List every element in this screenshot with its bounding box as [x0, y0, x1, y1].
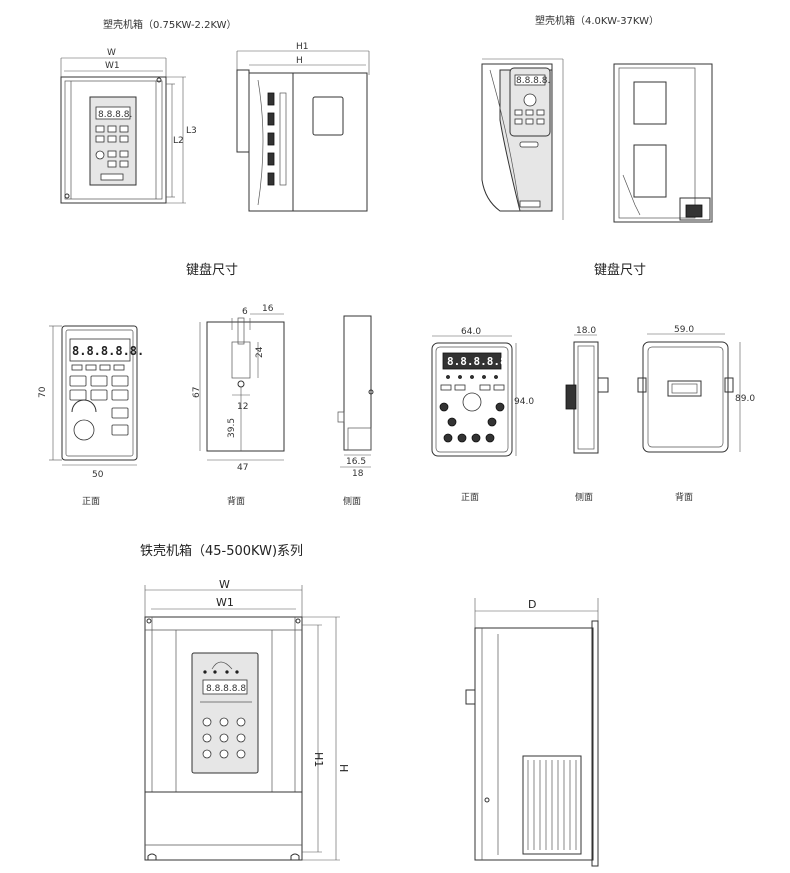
title-plastic-large: 塑壳机箱（4.0KW-37KW）: [535, 14, 659, 27]
lcd-iron: 8.8.8.8.8: [206, 684, 246, 694]
small-plastic-side-view: H1 H: [236, 42, 370, 212]
dim-iron-d: D: [528, 598, 536, 611]
right-keypad-front: 64.0 94.0 8.8.8.8.8 正面: [431, 327, 534, 503]
caption-right-front: 正面: [461, 492, 479, 503]
caption-left-front: 正面: [82, 496, 100, 507]
dim-back-67: 67: [192, 387, 202, 398]
large-plastic-side-view: [613, 63, 713, 223]
dim-rk-back-height: 89.0: [735, 394, 755, 404]
lcd-small: 8.8.8.8.: [98, 110, 132, 120]
left-keypad-back: 6 16 24 67 12 39.5 47 背面: [192, 304, 285, 507]
dim-back-39-5: 39.5: [227, 418, 237, 438]
dim-kp-height: 70: [38, 386, 48, 398]
caption-right-back: 背面: [675, 491, 693, 503]
caption-left-side: 侧面: [343, 495, 361, 507]
dim-h1: H1: [296, 42, 309, 52]
dim-iron-w1: W1: [216, 596, 234, 609]
dim-iron-w: W: [219, 578, 230, 591]
dim-rk-side: 18.0: [576, 326, 596, 336]
dim-iron-h1: H1: [312, 752, 325, 767]
iron-case-front-view: W W1 8.8.8.8.8 H H1: [144, 578, 350, 861]
dim-h: H: [296, 56, 303, 66]
title-plastic-small: 塑壳机箱（0.75KW-2.2KW）: [103, 18, 237, 31]
caption-right-side: 侧面: [575, 491, 593, 503]
lcd-large: 8.8.8.8.: [516, 76, 550, 86]
title-iron-case: 铁壳机箱（45-500KW)系列: [140, 543, 303, 559]
lcd-kp-left: 8.8.8.8.8.: [72, 344, 144, 358]
dim-l2: L2: [173, 136, 184, 146]
dim-back-16: 16: [262, 304, 274, 314]
heading-keypad-left: 键盘尺寸: [186, 262, 238, 278]
large-plastic-front-view: 8.8.8.8.: [481, 58, 564, 220]
dim-back-24: 24: [255, 346, 265, 358]
right-keypad-side: 18.0 侧面: [565, 326, 609, 503]
left-keypad-front: 70 8.8.8.8.8. 50 正面: [38, 325, 144, 507]
dim-l3: L3: [186, 126, 197, 136]
caption-left-back: 背面: [227, 495, 245, 507]
small-plastic-front-view: W W1 8.8.8.8. L2 L3: [60, 48, 197, 204]
dim-rk-width: 64.0: [461, 327, 481, 337]
dim-w: W: [107, 48, 116, 58]
dim-rk-height: 94.0: [514, 397, 534, 407]
dim-back-12: 12: [237, 402, 248, 412]
dim-kp-width: 50: [92, 470, 104, 480]
dim-rk-back-width: 59.0: [674, 325, 694, 335]
lcd-kp-right: 8.8.8.8.8: [447, 355, 507, 368]
dim-back-6: 6: [242, 307, 248, 317]
dim-w1: W1: [105, 61, 120, 71]
left-keypad-side: 16.5 18 侧面: [337, 315, 374, 507]
dim-iron-h: H: [337, 764, 350, 772]
right-keypad-back: 59.0 89.0 背面: [637, 325, 755, 503]
iron-case-side-view: D: [465, 598, 599, 867]
dim-side-16-5: 16.5: [346, 457, 366, 467]
dim-back-47: 47: [237, 463, 248, 473]
heading-keypad-right: 键盘尺寸: [594, 262, 646, 278]
dim-side-18: 18: [352, 469, 364, 479]
